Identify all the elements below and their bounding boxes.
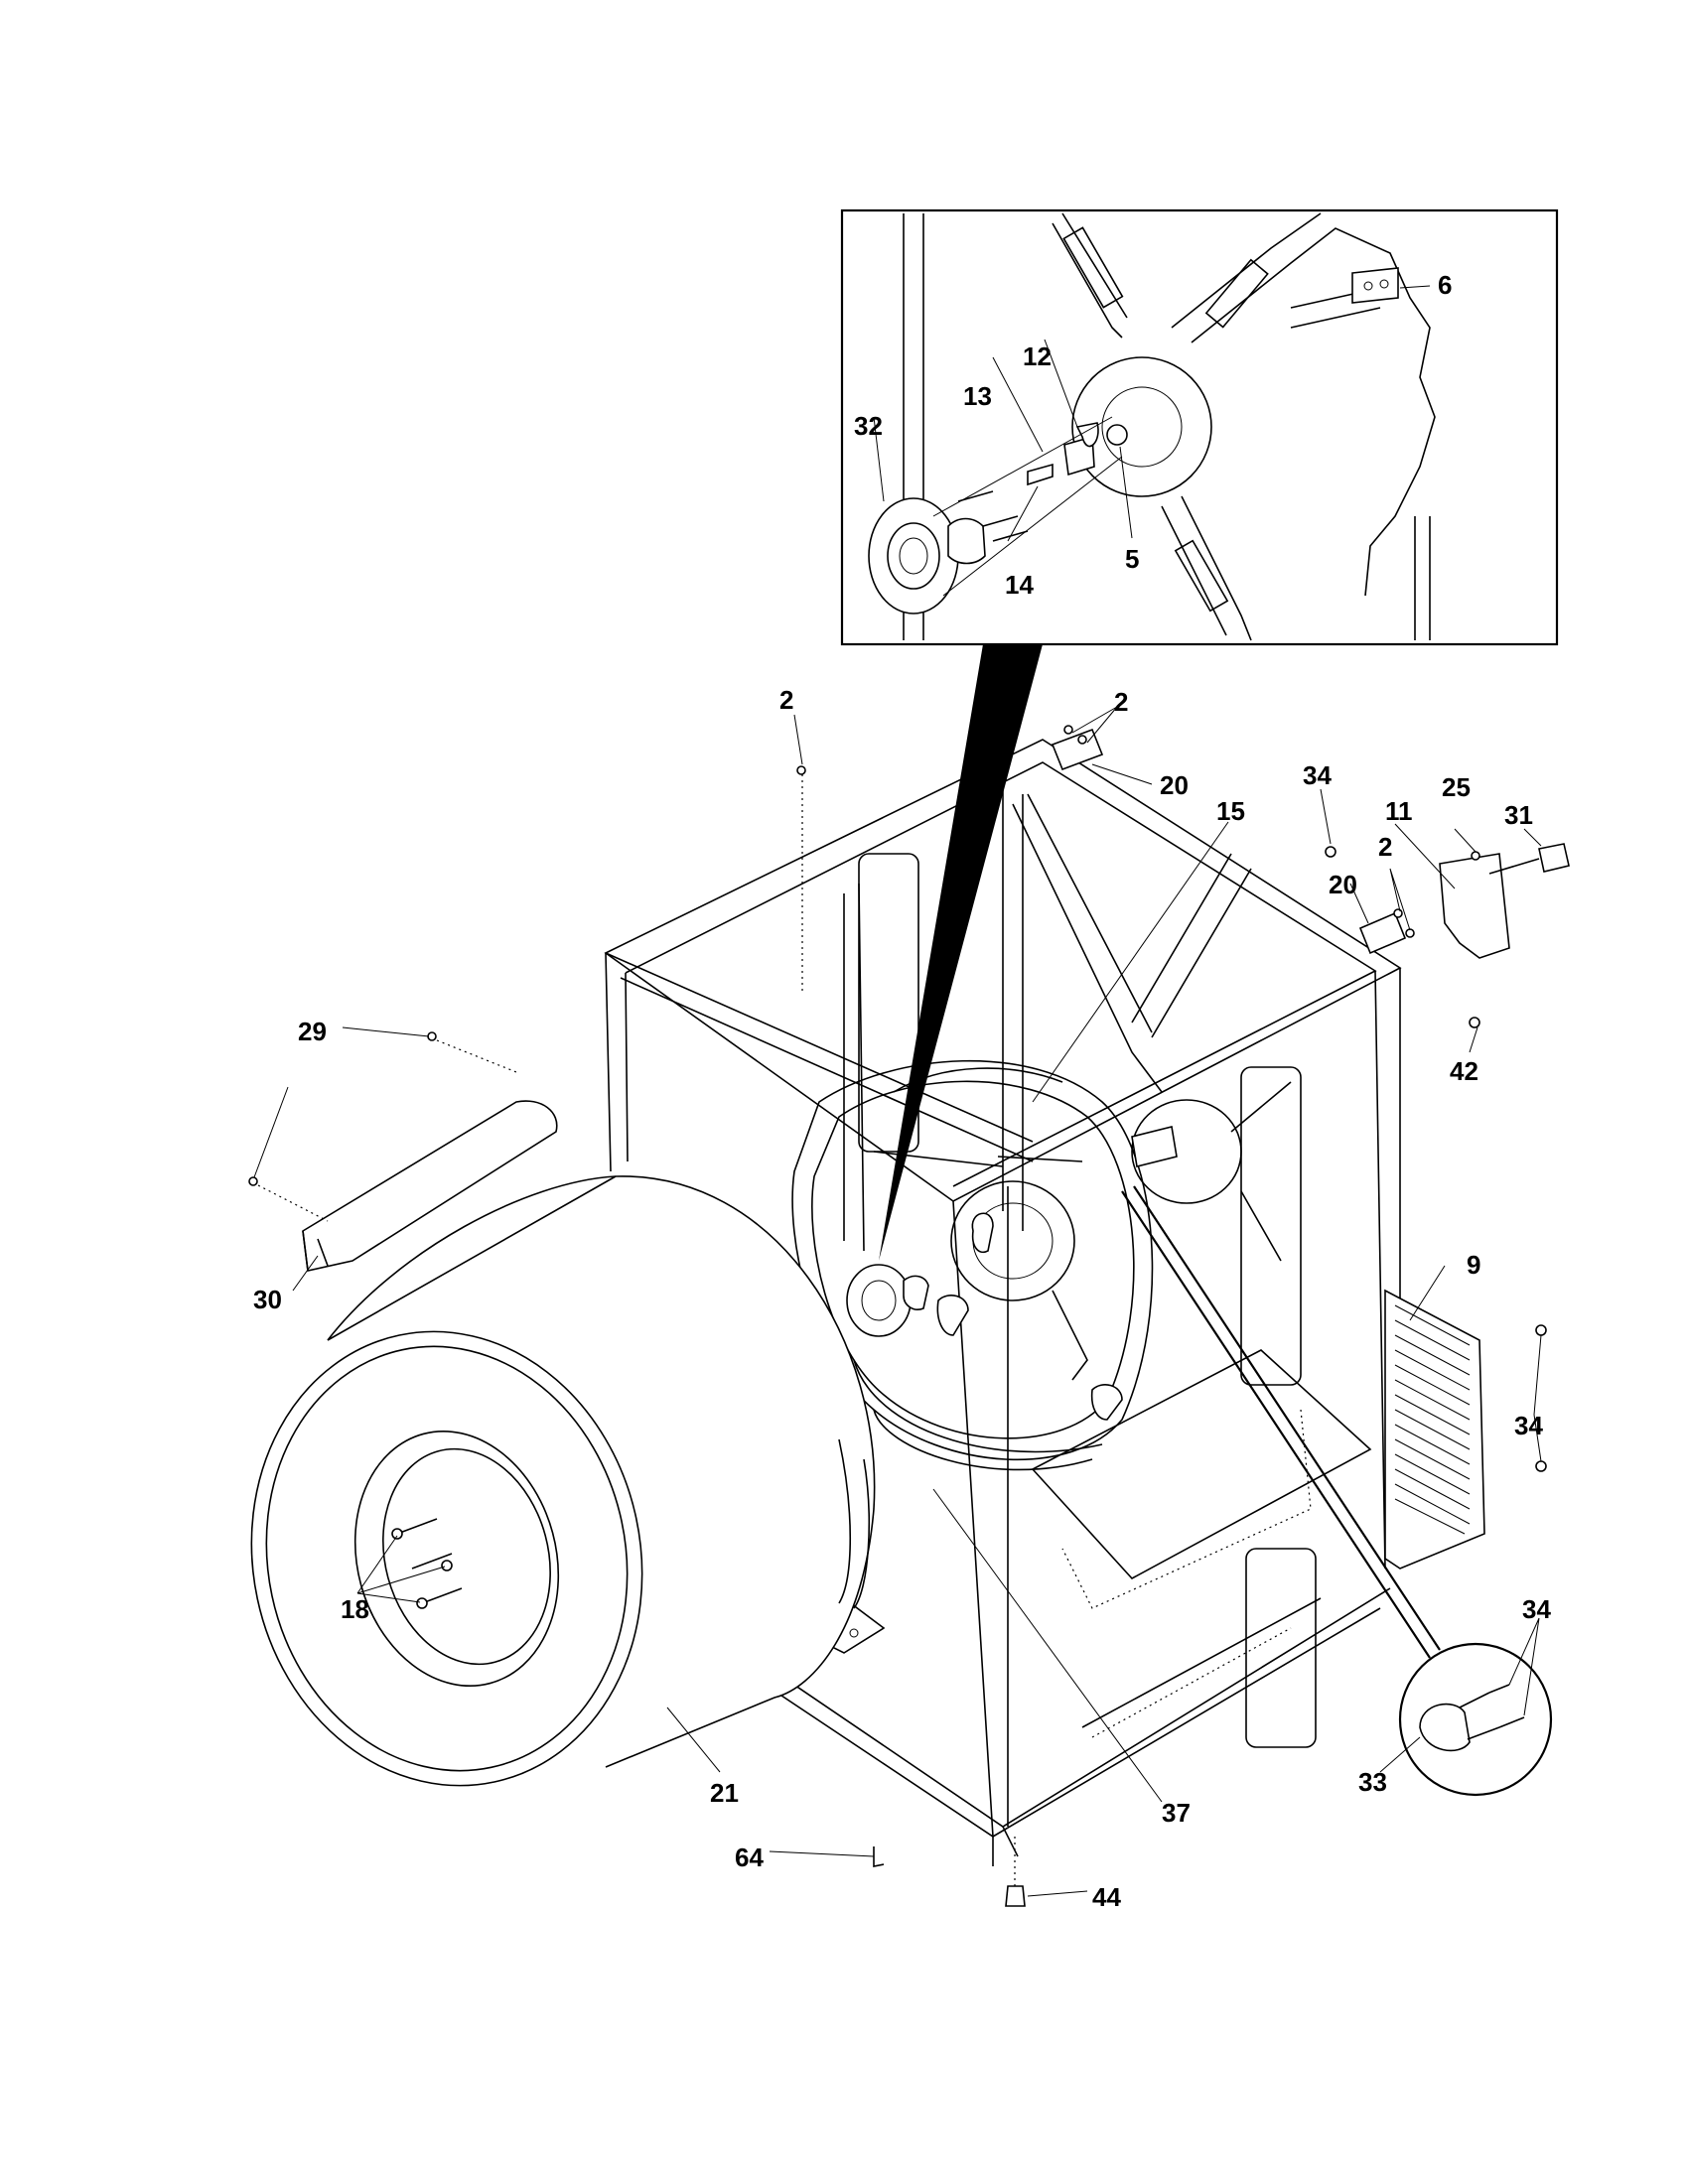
callout-12: 12 (1023, 341, 1052, 371)
callout-2: 2 (1114, 687, 1128, 717)
callout-14: 14 (1005, 570, 1034, 600)
callout-34: 34 (1303, 760, 1332, 790)
callout-13: 13 (963, 381, 992, 411)
zoom-wedge (879, 644, 1043, 1261)
callout-34: 34 (1514, 1411, 1543, 1440)
callout-11: 11 (1385, 796, 1413, 826)
callout-32: 32 (854, 411, 883, 441)
callout-21: 21 (710, 1778, 739, 1808)
callout-2: 2 (779, 685, 793, 715)
callout-31: 31 (1504, 800, 1533, 830)
callout-15: 15 (1216, 796, 1245, 826)
callout-2: 2 (1378, 832, 1392, 862)
callout-42: 42 (1450, 1056, 1478, 1086)
callout-labels: 2 2 20 15 34 11 25 31 2 20 42 29 30 9 34… (253, 270, 1551, 1912)
callout-33: 33 (1358, 1767, 1387, 1797)
rear-spider (1131, 1081, 1292, 1262)
drum (250, 1175, 876, 1787)
callout-29: 29 (298, 1017, 327, 1046)
callout-6: 6 (1438, 270, 1452, 300)
callout-37: 37 (1162, 1798, 1191, 1828)
leader-lines (253, 285, 1542, 1897)
part-20 (1051, 728, 1407, 955)
rear-bulkhead (791, 1059, 1154, 1471)
callout-20: 20 (1329, 870, 1357, 899)
callout-18: 18 (341, 1594, 369, 1624)
part-30 (302, 1100, 558, 1272)
inset-detail (840, 208, 1559, 646)
callout-44: 44 (1092, 1882, 1121, 1912)
part-31 (1488, 843, 1570, 875)
callout-9: 9 (1467, 1250, 1480, 1280)
callout-5: 5 (1125, 544, 1139, 574)
callout-64: 64 (735, 1843, 764, 1872)
callout-25: 25 (1442, 772, 1471, 802)
callout-34: 34 (1522, 1594, 1551, 1624)
part-11 (1439, 853, 1510, 959)
part-9 (1384, 1289, 1485, 1570)
zoom-circle (1121, 1185, 1553, 1797)
callout-30: 30 (253, 1285, 282, 1314)
callout-20: 20 (1160, 770, 1189, 800)
cabinet (604, 739, 1402, 1866)
